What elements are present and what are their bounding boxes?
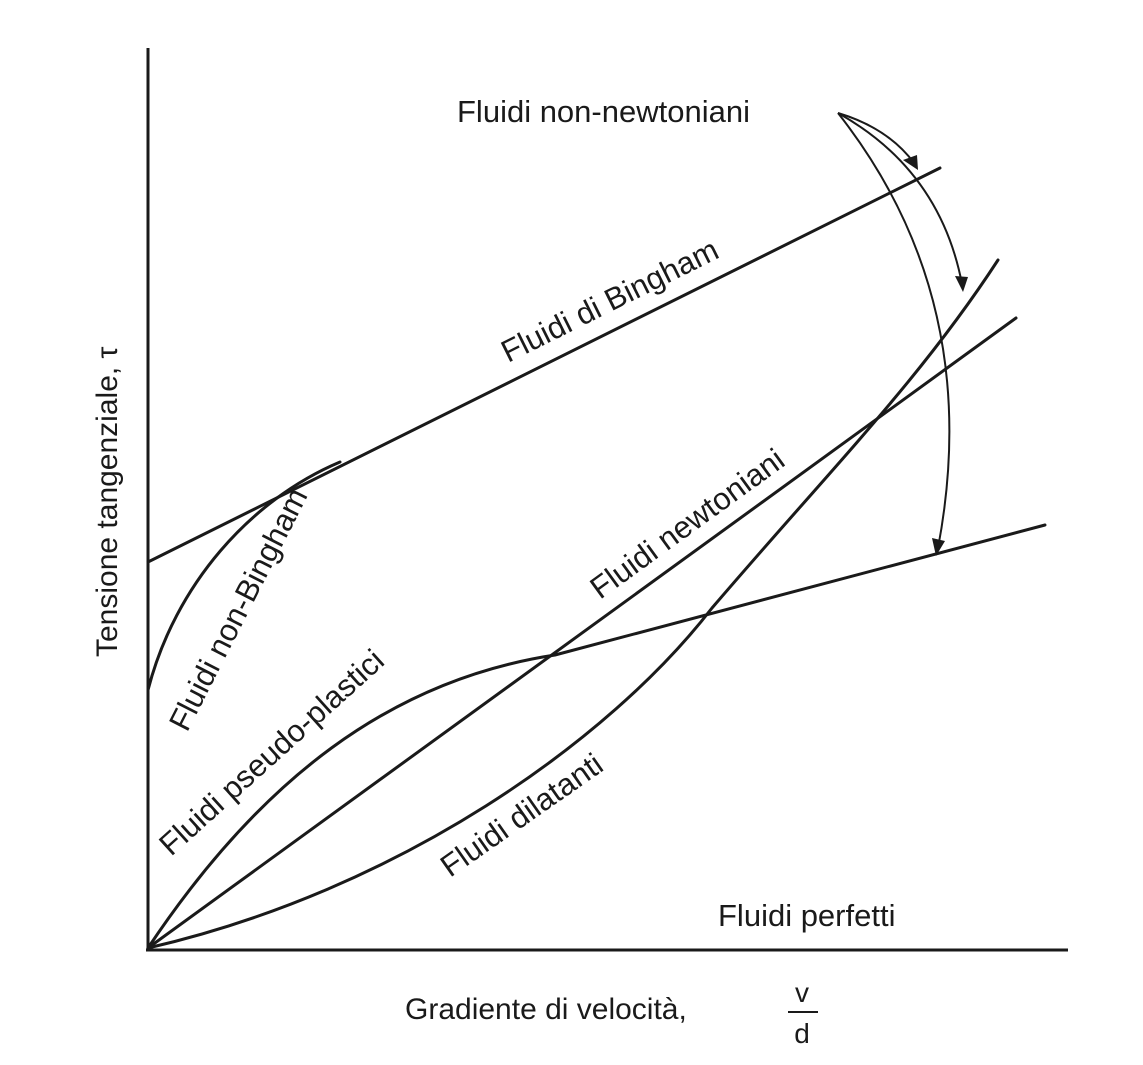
bingham-line [146,166,942,564]
non-bingham-label: Fluidi non-Bingham [162,482,314,736]
bingham-label: Fluidi di Bingham [496,232,724,369]
dilatant-label: Fluidi dilatanti [434,746,609,883]
non-newtonian-label: Fluidi non-newtoniani [457,94,750,129]
dilatant-curve [146,258,1000,950]
non-bingham-curve [146,460,342,692]
fraction-numerator: v [795,977,809,1008]
y-axis-label: Tensione tangenziale, τ [91,346,124,657]
fraction-denominator: d [794,1018,810,1049]
x-axis-fraction: v d [788,977,818,1049]
non-newtonian-arrows [837,112,968,556]
newtonian-label: Fluidi newtoniani [584,442,791,606]
newtonian-line [146,316,1018,950]
x-axis-label: Gradiente di velocità, [405,993,687,1026]
pseudoplastic-curve [146,523,1047,950]
perfect-label: Fluidi perfetti [718,898,895,933]
